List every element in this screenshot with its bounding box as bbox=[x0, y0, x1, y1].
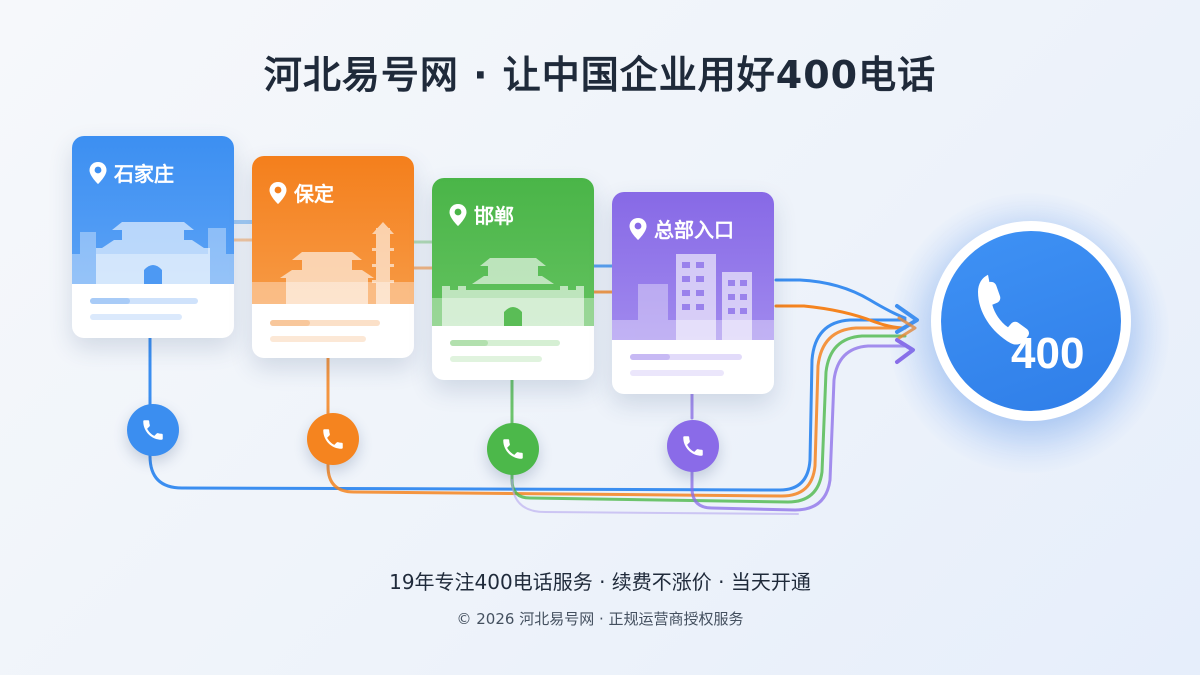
arrowhead-orange bbox=[897, 316, 917, 340]
location-pin-icon bbox=[89, 161, 107, 184]
hub-circle: 400 bbox=[941, 231, 1121, 411]
city-name: 总部入口 bbox=[654, 218, 734, 242]
city-wall-gate-icon bbox=[432, 258, 594, 326]
route-top-orange bbox=[774, 304, 907, 330]
card-header-bg: 石家庄 bbox=[72, 136, 234, 284]
info-bar-fill bbox=[90, 298, 130, 304]
info-bar-fill bbox=[630, 354, 670, 360]
phone-handset-glyph bbox=[503, 439, 523, 459]
office-buildings-icon bbox=[612, 254, 774, 340]
route-top-blue bbox=[774, 278, 907, 320]
info-bar-fill bbox=[270, 320, 310, 326]
info-bar bbox=[630, 354, 742, 360]
phone-icon[interactable] bbox=[667, 420, 719, 472]
card-header-bg: 总部入口 bbox=[612, 192, 774, 340]
city-card-headquarters[interactable]: 总部入口 bbox=[612, 192, 774, 394]
route-line-hq bbox=[690, 344, 907, 512]
info-bar bbox=[630, 370, 724, 376]
city-name: 邯郸 bbox=[474, 204, 514, 228]
route-line-baoding bbox=[326, 326, 907, 498]
page-title: 河北易号网 · 让中国企业用好400电话 bbox=[263, 53, 937, 97]
city-card-baoding[interactable]: 保定 bbox=[252, 156, 414, 358]
tagline: 19年专注400电话服务 · 续费不涨价 · 当天开通 bbox=[389, 570, 811, 594]
city-name: 石家庄 bbox=[114, 162, 174, 186]
location-pin-icon bbox=[269, 181, 287, 204]
info-bar-fill bbox=[450, 340, 488, 346]
arrowhead-blue bbox=[895, 304, 919, 334]
card-header-bg: 保定 bbox=[252, 156, 414, 304]
hub-number: 400 bbox=[1011, 329, 1085, 378]
city-card-shijiazhuang[interactable]: 石家庄 bbox=[72, 136, 234, 338]
phone-handset-glyph bbox=[683, 436, 703, 456]
city-name: 保定 bbox=[294, 182, 334, 206]
info-bar bbox=[90, 314, 182, 320]
city-card-handan[interactable]: 邯郸 bbox=[432, 178, 594, 380]
route-line-shijiazhuang bbox=[148, 318, 907, 492]
card-header-bg: 邯郸 bbox=[432, 178, 594, 326]
pagoda-temple-icon bbox=[252, 222, 414, 304]
phone-icon[interactable] bbox=[307, 413, 359, 465]
info-bar bbox=[450, 340, 560, 346]
phone-icon[interactable] bbox=[127, 404, 179, 456]
info-bar bbox=[270, 336, 366, 342]
city-gate-icon bbox=[72, 222, 234, 284]
location-pin-icon bbox=[449, 203, 467, 226]
phone-handset-icon bbox=[978, 274, 1029, 345]
info-bar bbox=[450, 356, 542, 362]
hub-400-button[interactable]: 400 bbox=[931, 221, 1131, 421]
route-line-handan bbox=[510, 334, 907, 504]
phone-handset-glyph bbox=[323, 429, 343, 449]
info-bar bbox=[270, 320, 380, 326]
arrowhead-purple bbox=[895, 338, 915, 364]
info-bar bbox=[90, 298, 198, 304]
phone-icon[interactable] bbox=[487, 423, 539, 475]
phone-handset-glyph bbox=[143, 420, 163, 440]
footer-copyright: © 2026 河北易号网 · 正规运营商授权服务 bbox=[456, 610, 744, 628]
location-pin-icon bbox=[629, 217, 647, 240]
